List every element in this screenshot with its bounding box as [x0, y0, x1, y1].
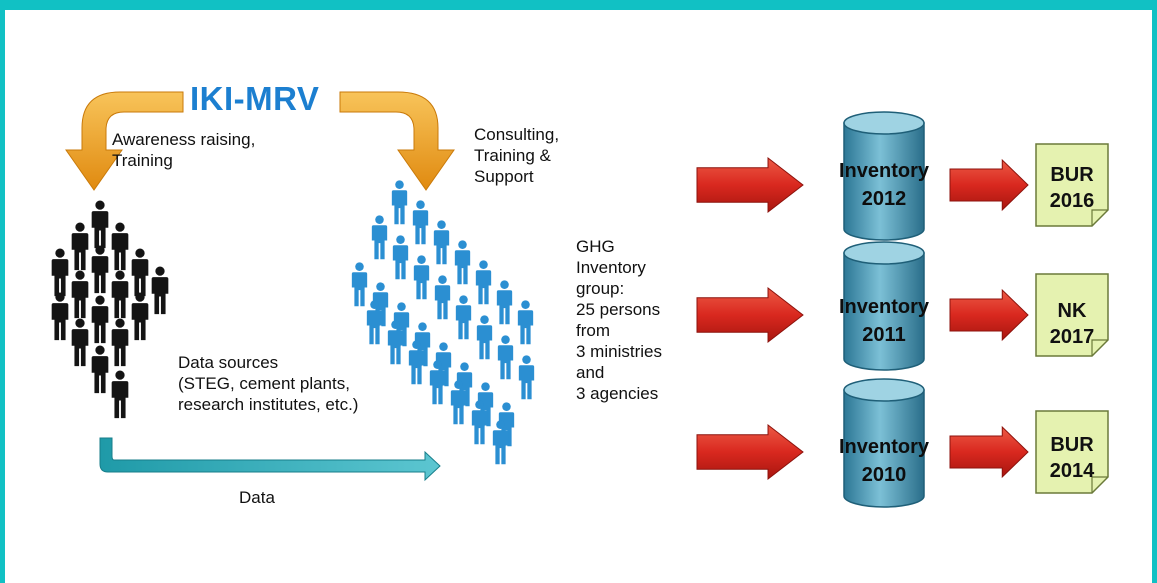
- inventory-label: Inventory 2011: [838, 296, 930, 346]
- person-icon: [475, 260, 492, 305]
- person-icon: [371, 215, 388, 260]
- person-icon: [391, 180, 408, 225]
- report-label: BUR 2016: [1049, 164, 1095, 212]
- person-icon: [413, 255, 430, 300]
- person-icon: [71, 318, 89, 367]
- person-icon: [91, 200, 109, 249]
- curved-arrow-left-icon: [65, 91, 184, 191]
- arrow-right-icon: [949, 288, 1029, 342]
- document-icon: [1035, 410, 1109, 494]
- person-icon: [496, 280, 513, 325]
- person-icon: [412, 200, 429, 245]
- person-icon: [91, 245, 109, 294]
- person-icon: [434, 275, 451, 320]
- ghg-group-people: [351, 180, 535, 465]
- person-icon: [518, 355, 535, 400]
- person-icon: [131, 292, 149, 341]
- person-icon: [454, 240, 471, 285]
- person-icon: [517, 300, 534, 345]
- person-icon: [111, 270, 129, 319]
- data-flow-arrow-icon: [99, 437, 441, 482]
- inventory-label: Inventory 2010: [838, 436, 930, 486]
- arrow-right-icon: [949, 158, 1029, 212]
- inventory-rows: [696, 111, 1109, 508]
- database-cylinder-icon: [843, 111, 925, 241]
- arrow-right-icon: [949, 425, 1029, 479]
- arrow-right-icon: [696, 423, 804, 481]
- awareness-training-label: Awareness raising, Training: [112, 130, 256, 170]
- person-icon: [51, 248, 69, 297]
- ghg-inventory-group-label: GHG Inventory group: 25 persons from 3 m…: [576, 237, 662, 403]
- person-icon: [111, 370, 129, 419]
- arrow-right-icon: [696, 286, 804, 344]
- database-cylinder-icon: [843, 378, 925, 508]
- report-label: BUR 2014: [1049, 434, 1095, 482]
- person-icon: [51, 292, 69, 341]
- data-label: Data: [239, 488, 275, 507]
- data-sources-label: Data sources (STEG, cement plants, resea…: [178, 353, 359, 414]
- report-label: NK 2017: [1049, 300, 1095, 348]
- person-icon: [151, 266, 169, 315]
- person-icon: [91, 295, 109, 344]
- data-sources-people-group: [51, 200, 169, 419]
- iki-mrv-title: IKI-MRV: [190, 80, 320, 117]
- person-icon: [131, 248, 149, 297]
- person-icon: [91, 345, 109, 394]
- person-icon: [392, 235, 409, 280]
- person-icon: [497, 335, 514, 380]
- curved-arrow-right-icon: [339, 91, 455, 191]
- inventory-row: [696, 378, 1109, 508]
- person-icon: [433, 220, 450, 265]
- document-icon: [1035, 143, 1109, 227]
- arrow-right-icon: [696, 156, 804, 214]
- database-cylinder-icon: [843, 241, 925, 371]
- document-icon: [1035, 273, 1109, 357]
- person-icon: [71, 270, 89, 319]
- person-icon: [111, 318, 129, 367]
- person-icon: [351, 262, 368, 307]
- inventory-label: Inventory 2012: [838, 160, 930, 210]
- person-icon: [111, 222, 129, 271]
- person-icon: [476, 315, 493, 360]
- person-icon: [455, 295, 472, 340]
- inventory-row: [696, 111, 1109, 241]
- consulting-support-label: Consulting, Training & Support: [474, 125, 560, 186]
- inventory-row: [696, 241, 1109, 371]
- person-icon: [71, 222, 89, 271]
